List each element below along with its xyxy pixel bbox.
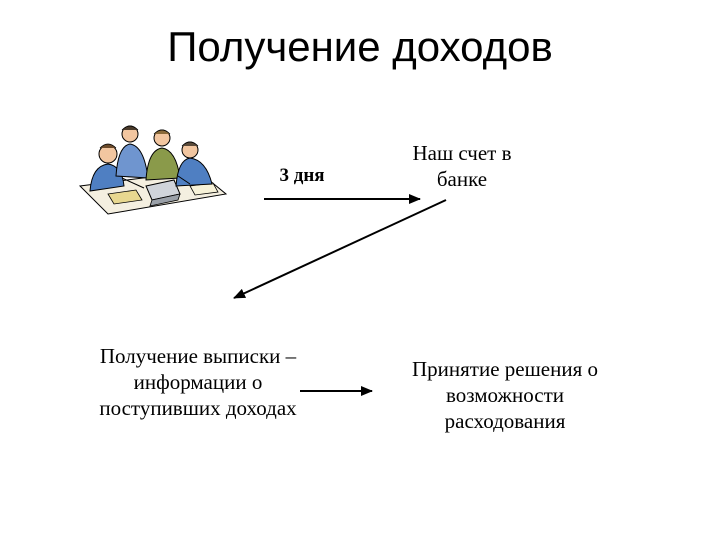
decision-node: Принятие решения о возможности расходова… (412, 357, 598, 433)
bank-account-node: Наш счет в банке (412, 141, 512, 191)
statement-node: Получение выписки – информации о поступи… (99, 344, 297, 420)
days-label: 3 дня (279, 165, 325, 186)
arrow-bank-to-statement (233, 199, 447, 299)
business-team-icon (78, 125, 228, 215)
slide-title: Получение доходов (167, 23, 553, 70)
